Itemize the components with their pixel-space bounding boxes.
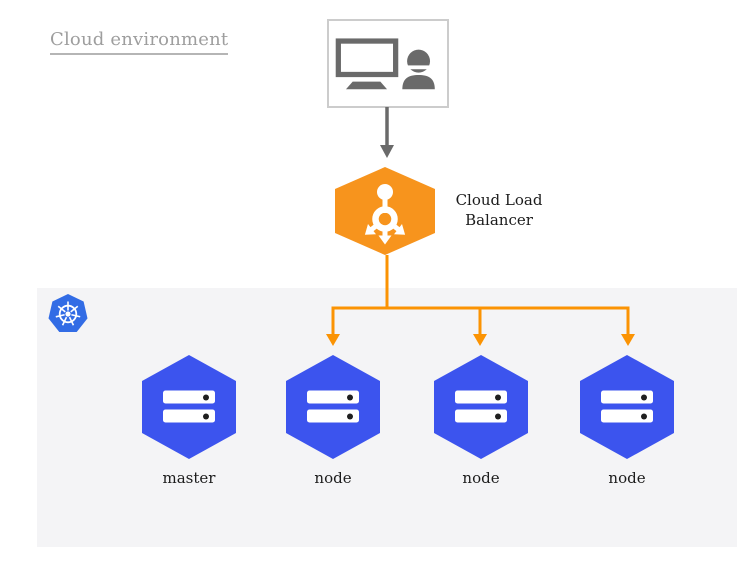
worker-node-hexagon [286, 355, 380, 459]
user-workstation-icon [335, 38, 435, 90]
load-balancer-label: Cloud Load Balancer [455, 191, 543, 229]
down-arrow-icon [380, 107, 394, 158]
node-label: node [608, 469, 646, 487]
server-rack-icon [455, 390, 507, 424]
connector-arrows [326, 255, 635, 346]
server-rack-icon [307, 390, 359, 424]
node-label: master [162, 469, 216, 487]
master-node-hexagon [142, 355, 236, 459]
server-rack-icon [163, 390, 215, 424]
page-title: Cloud environment [50, 29, 229, 55]
server-rack-icon [601, 390, 653, 424]
user-workstation-box [327, 19, 449, 108]
worker-node-hexagon [580, 355, 674, 459]
kubernetes-helm-icon [48, 294, 88, 332]
node-label: node [314, 469, 352, 487]
load-balancer-hexagon [335, 167, 435, 255]
node-label: node [462, 469, 500, 487]
load-balancer-icon [335, 184, 435, 245]
worker-node-hexagon [434, 355, 528, 459]
